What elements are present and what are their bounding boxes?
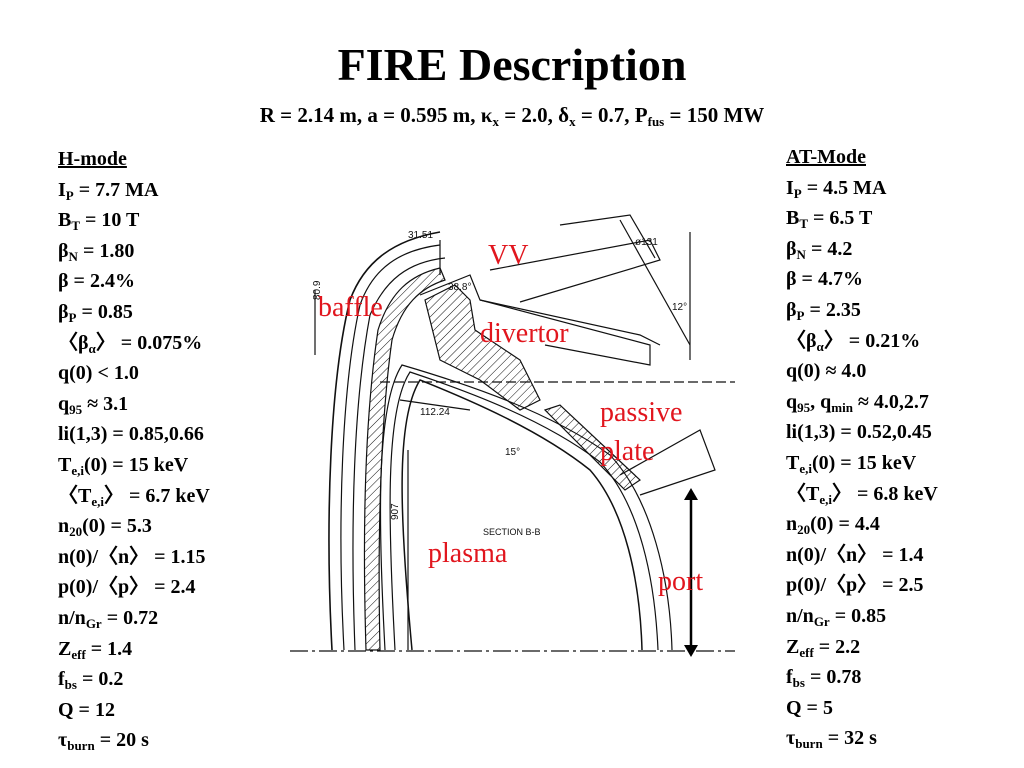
vv-inner-shell-2 (352, 257, 446, 651)
left-param-row: 〈βα〉 = 0.075% (58, 331, 203, 356)
dim-131-label: ø131 (635, 237, 658, 248)
dim-80-label: 80.9 (312, 280, 323, 300)
dim-38-label: 38.8° (448, 282, 471, 293)
right-param-row: β = 4.7% (786, 268, 863, 291)
divertor-label: divertor (480, 318, 569, 349)
left-param-row: fbs = 0.2 (58, 668, 124, 693)
slide-title: FIRE Description (337, 39, 687, 90)
right-param-row: n20(0) = 4.4 (786, 513, 880, 538)
right-param-row: IP = 4.5 MA (786, 176, 887, 201)
dim-15-label: 15° (505, 447, 520, 458)
left-param-row: Q = 12 (58, 698, 115, 721)
plasma-sol-1 (389, 371, 659, 651)
right-param-row: li(1,3) = 0.52,0.45 (786, 421, 932, 444)
passive-plate-shape (543, 404, 641, 491)
port-arrow-down-head (684, 645, 698, 657)
plasma-label: plasma (428, 538, 508, 569)
at-mode-heading: AT-Mode (786, 146, 866, 168)
right-param-row: 〈βα〉 = 0.21% (786, 329, 921, 354)
right-param-row: n(0)/〈n〉 = 1.4 (786, 543, 924, 566)
port-arrow-up-head (684, 488, 698, 500)
left-param-row: n(0)/〈n〉 = 1.15 (58, 545, 206, 568)
vv-outer-shell (328, 231, 441, 651)
right-param-row: p(0)/〈p〉 = 2.5 (786, 574, 924, 597)
right-param-row: βN = 4.2 (786, 237, 853, 262)
at-mode-column: AT-Mode IP = 4.5 MA BT = 6.5 T βN = 4.2 β =… (786, 142, 938, 754)
left-param-row: n/nGr = 0.72 (58, 606, 159, 631)
right-param-row: Q = 5 (786, 696, 833, 719)
passive-label: passive (600, 397, 683, 428)
right-param-row: Te,i(0) = 15 keV (786, 451, 917, 476)
vv-label: VV (488, 240, 529, 271)
dim-907-label: 907 (390, 503, 401, 520)
left-param-row: q95 ≈ 3.1 (58, 392, 129, 417)
left-param-row: τburn = 20 s (58, 729, 149, 754)
right-param-row: q95, qmin ≈ 4.0,2.7 (786, 390, 929, 415)
baffle-label: baffle (318, 292, 383, 323)
right-param-row: n/nGr = 0.85 (786, 604, 887, 629)
right-param-row: βP = 2.35 (786, 298, 861, 323)
left-param-row: Zeff = 1.4 (58, 637, 133, 662)
plate-label: plate (600, 436, 655, 467)
plasma-sol-2 (379, 364, 673, 651)
left-param-row: βP = 0.85 (58, 300, 133, 325)
right-param-row: Zeff = 2.2 (786, 635, 861, 660)
left-param-row: βN = 1.80 (58, 239, 135, 264)
right-param-row: fbs = 0.78 (786, 666, 862, 691)
dimension-131 (619, 219, 691, 346)
left-param-row: Te,i(0) = 15 keV (58, 453, 189, 478)
dim-112-label: 112.24 (420, 407, 450, 418)
dim-31-label: 31.51 (408, 230, 433, 241)
h-mode-heading: H-mode (58, 148, 127, 170)
port-label: port (658, 566, 704, 597)
right-param-row: q(0) ≈ 4.0 (786, 360, 867, 383)
left-param-row: 〈Te,i〉 = 6.7 keV (58, 484, 210, 509)
plasma-boundary (401, 379, 643, 651)
left-param-row: n20(0) = 5.3 (58, 515, 152, 540)
left-param-row: q(0) < 1.0 (58, 362, 139, 385)
section-label: SECTION B-B (483, 527, 541, 537)
left-param-row: li(1,3) = 0.85,0.66 (58, 423, 204, 446)
divertor-plate-line (479, 299, 661, 346)
left-param-row: β = 2.4% (58, 270, 135, 293)
right-param-row: 〈Te,i〉 = 6.8 keV (786, 482, 938, 507)
divertor-support (419, 274, 651, 366)
dimension-112 (399, 399, 471, 411)
machine-parameters: R = 2.14 m, a = 0.595 m, κx = 2.0, δx = … (259, 103, 765, 129)
right-param-row: BT = 6.5 T (786, 207, 873, 232)
vv-upper-port (489, 239, 661, 303)
dim-12-label: 12° (672, 302, 687, 313)
left-param-row: IP = 7.7 MA (58, 178, 159, 203)
left-param-row: BT = 10 T (58, 209, 140, 234)
divertor-shape (424, 284, 541, 411)
left-param-row: p(0)/〈p〉 = 2.4 (58, 576, 196, 599)
vv-inner-shell (340, 244, 441, 651)
right-param-row: τburn = 32 s (786, 727, 877, 752)
h-mode-column: H-mode IP = 7.7 MA BT = 10 T βN = 1.80 β = … (58, 144, 210, 756)
passive-plate-outline (619, 429, 716, 496)
vv-upper-port-2 (559, 214, 656, 259)
